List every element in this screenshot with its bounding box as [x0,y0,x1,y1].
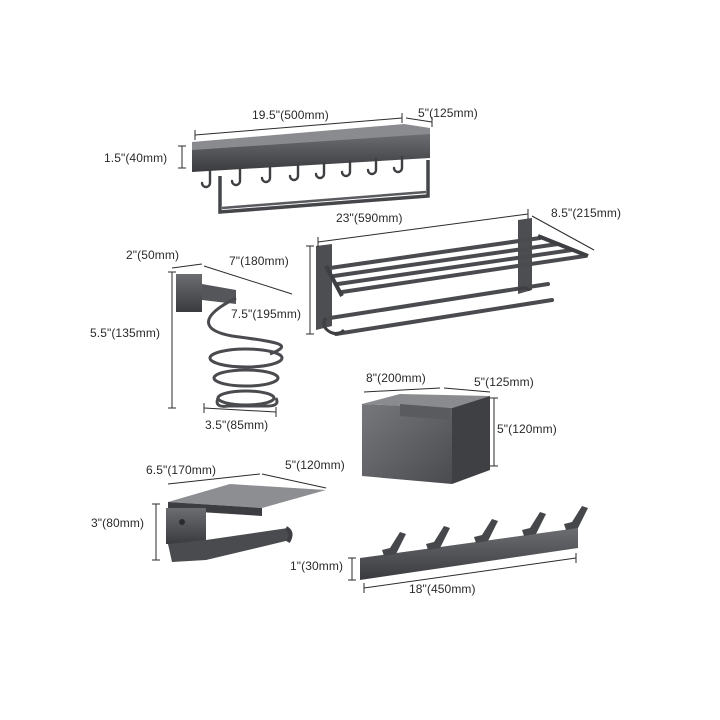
towel-rack-dimension-lines [306,209,595,335]
paper-holder-shelf [168,484,326,508]
paper-holder-arm [168,528,290,562]
towel-rack-left-bracket [316,244,332,330]
paper-holder-screw [179,519,185,525]
tissue-box [362,387,498,484]
paper-holder-depth-label: 5"(120mm) [285,458,345,472]
paper-holder-width-label: 6.5"(170mm) [146,463,217,477]
dryer-wall-plate [176,274,202,312]
paper-holder-height-label: 3"(80mm) [91,516,145,530]
dryer-arm [202,284,236,304]
toilet-paper-holder [152,473,327,562]
towel-rack-top-bars [328,236,587,294]
hair-dryer-holder [168,263,293,417]
shelf-with-hooks [178,113,433,214]
hook-rail-bar [360,528,578,580]
hook-rail-width-label: 18"(450mm) [409,582,476,596]
towel-rack-lower-bars [328,282,554,336]
dryer-coil [207,296,284,408]
folding-towel-rack [306,209,595,336]
dryer-height-label: 5.5"(135mm) [90,326,161,340]
paper-holder-wall-plate [166,508,206,544]
towel-rack-width-label: 23"(590mm) [336,211,403,225]
tissue-width-label: 8"(200mm) [366,371,426,385]
shelf-depth-label: 5"(125mm) [418,106,478,120]
tissue-depth-label: 5"(125mm) [474,375,534,389]
towel-rack-depth-label: 8.5"(215mm) [551,206,622,220]
hook-rail-dimension-lines [348,553,577,593]
dryer-arm-label: 7"(180mm) [229,254,289,268]
tissue-height-label: 5"(120mm) [497,422,557,436]
dryer-coil-label: 3.5"(85mm) [205,418,269,432]
shelf-front-panel [192,134,430,172]
shelf-height-label: 1.5"(40mm) [104,151,168,165]
tissue-box-front [362,404,452,484]
dryer-dimension-lines [168,263,293,417]
shelf-dimension-lines [178,113,433,169]
paper-holder-dimension-lines [152,473,327,561]
wall-hook-rail [348,506,588,593]
tissue-dimension-lines [363,387,498,467]
dryer-reach-label: 7.5"(195mm) [231,307,302,321]
tissue-box-side [452,396,490,484]
shelf-width-label: 19.5"(500mm) [252,108,329,122]
dryer-base-label: 2"(50mm) [126,248,180,262]
shelf-hooks [200,155,404,189]
hook-rail-height-label: 1"(30mm) [290,559,344,573]
shelf-towel-bar [218,160,430,214]
hook-rail-hooks [382,506,588,556]
tissue-box-top [362,394,490,408]
